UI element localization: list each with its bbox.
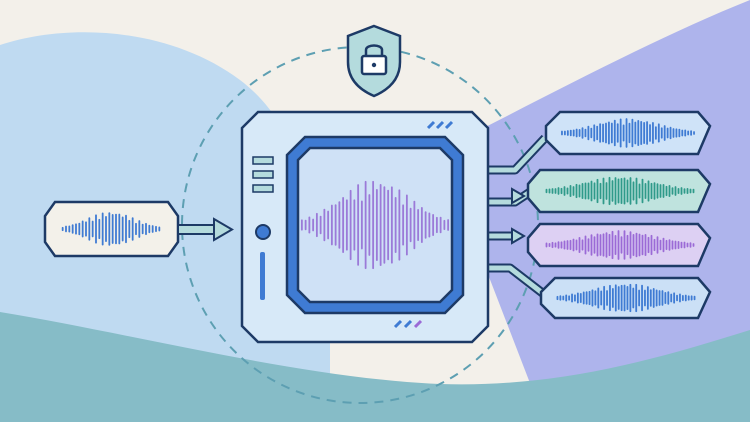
output-audio-box-2 [526, 168, 712, 214]
screen-waveform [300, 180, 450, 270]
connector-arrows [511, 187, 526, 245]
output-waveform-2 [545, 176, 695, 206]
output-audio-box-1 [544, 110, 712, 156]
output-waveform-3 [545, 230, 695, 260]
output-audio-box-4 [539, 276, 712, 320]
bottom-teal-shape [0, 312, 750, 422]
lock-shield-icon [346, 24, 402, 98]
arrow-right-icon [511, 187, 526, 205]
arrow-right-icon [511, 227, 526, 245]
knob-icon [255, 224, 271, 240]
arrow-right-icon [177, 217, 234, 242]
input-audio-box [43, 200, 180, 258]
output-waveform-4 [556, 283, 696, 313]
bottom-slashes [393, 319, 423, 329]
menu-bar-2 [252, 170, 274, 179]
processing-device [240, 110, 490, 344]
output-audio-box-3 [526, 222, 712, 268]
slider-bar [260, 252, 265, 300]
menu-bar-1 [252, 156, 274, 165]
output-waveform-1 [561, 118, 695, 148]
menu-bar-3 [252, 184, 274, 193]
top-slashes [426, 120, 454, 130]
audio-waveform-icon [61, 212, 161, 246]
screen [296, 146, 454, 304]
